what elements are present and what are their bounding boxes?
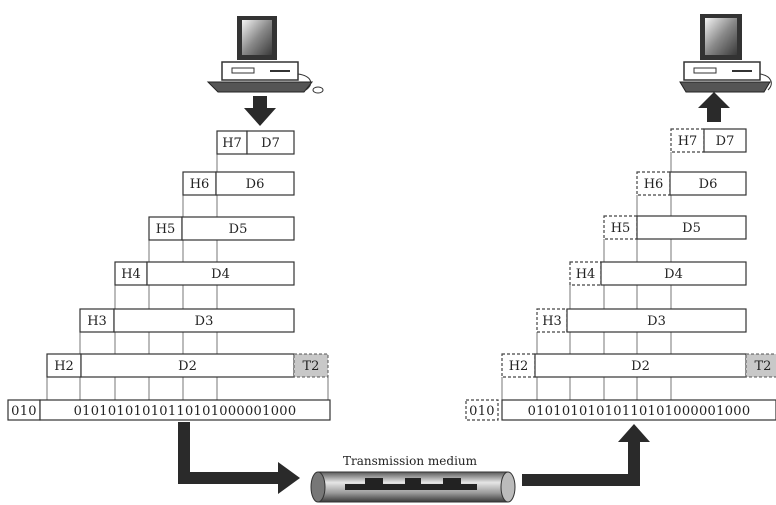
receiver-bits: 01010101010110101000001000: [528, 404, 751, 419]
receiver-data-d2: D2: [631, 359, 650, 374]
sender-header-h2: H2: [54, 359, 74, 374]
receiver-data-d4: D4: [664, 267, 683, 282]
sender-bits: 01010101010110101000001000: [74, 404, 297, 419]
sender-to-medium-arrow-icon: [178, 422, 300, 494]
sender-data-d5: D5: [229, 222, 248, 237]
sender-data-d7: D7: [261, 136, 280, 151]
receiver-header-h4: H4: [576, 267, 596, 282]
sender-header-h7: H7: [222, 136, 242, 151]
receiver-up-arrow-icon: [698, 92, 730, 122]
sender-header-h4: H4: [121, 267, 141, 282]
sender-data-d6: D6: [246, 177, 265, 192]
receiver-layer-2: H2 D2 T2: [502, 354, 776, 400]
receiver-data-d3: D3: [647, 314, 666, 329]
sender-header-h5: H5: [156, 222, 176, 237]
sender-header-h3: H3: [87, 314, 107, 329]
sender-header-h6: H6: [190, 177, 210, 192]
receiver-header-h7: H7: [678, 134, 698, 149]
sender-layer-2: H2 D2 T2: [47, 354, 328, 400]
receiver-bitstream: 010 01010101010110101000001000: [466, 400, 776, 420]
sender-bitstream: 010 01010101010110101000001000: [8, 400, 330, 420]
receiver-data-d5: D5: [682, 221, 701, 236]
receiver-header-h2: H2: [509, 359, 529, 374]
sender-data-d4: D4: [211, 267, 230, 282]
receiver-bits-prefix: 010: [469, 404, 495, 419]
transmission-medium-label: Transmission medium: [343, 454, 478, 468]
sender-bits-prefix: 010: [11, 404, 37, 419]
medium-to-receiver-arrow-icon: [522, 424, 650, 486]
receiver-data-d6: D6: [699, 177, 718, 192]
sender-data-d3: D3: [195, 314, 214, 329]
receiver-header-h3: H3: [542, 314, 562, 329]
receiver-header-h6: H6: [644, 177, 664, 192]
receiver-trailer-t2: T2: [755, 359, 772, 374]
transmission-medium-cable-icon: [311, 472, 515, 502]
sender-down-arrow-icon: [244, 96, 276, 126]
sender-computer-icon: [208, 16, 323, 93]
sender-trailer-t2: T2: [303, 359, 320, 374]
receiver-data-d7: D7: [716, 134, 735, 149]
receiver-header-h5: H5: [611, 221, 631, 236]
receiver-computer-icon: [680, 14, 771, 92]
sender-data-d2: D2: [178, 359, 197, 374]
